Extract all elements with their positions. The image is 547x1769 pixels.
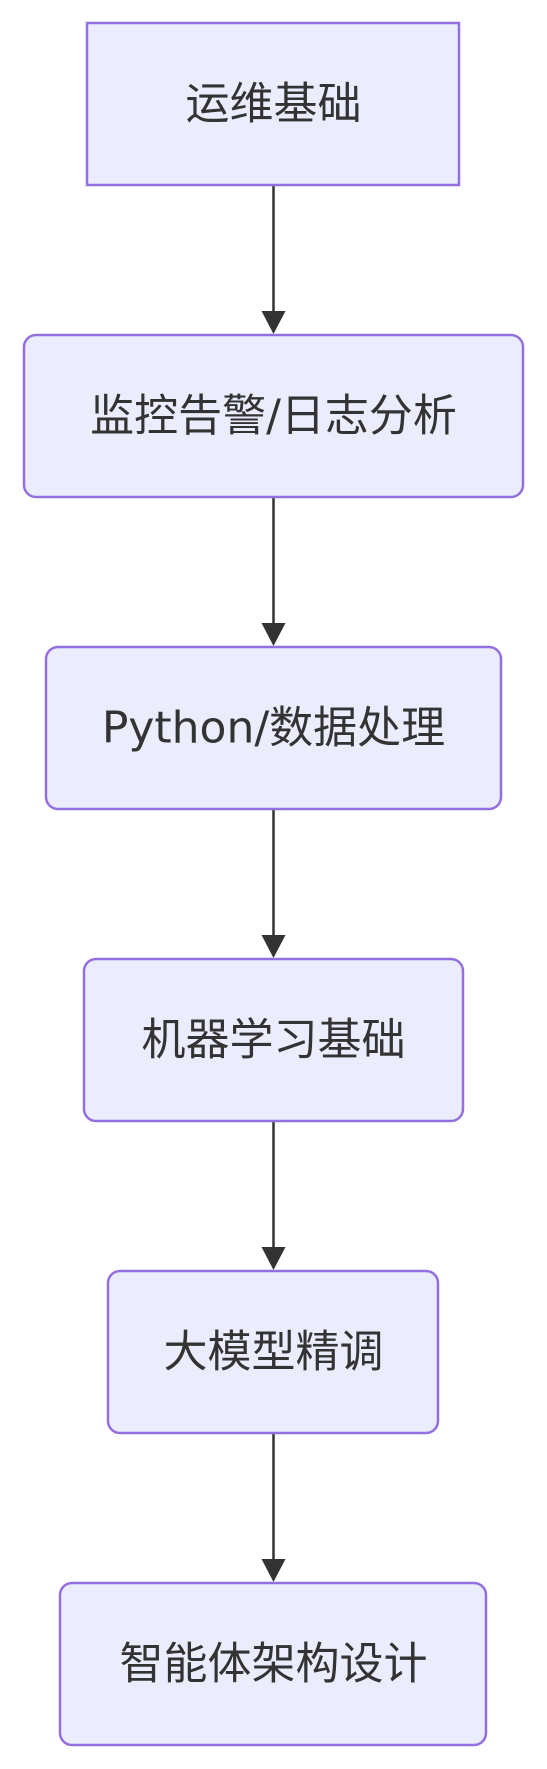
node-1-box bbox=[85, 21, 461, 187]
arrowhead-icon bbox=[261, 1247, 286, 1270]
arrowhead-icon bbox=[261, 311, 286, 334]
node-2: 监控告警/日志分析 bbox=[22, 333, 525, 499]
edge-5-to-6 bbox=[261, 1433, 286, 1582]
node-2-box bbox=[22, 333, 525, 499]
node-6: 智能体架构设计 bbox=[58, 1581, 488, 1747]
arrowhead-icon bbox=[261, 935, 286, 958]
node-3-box bbox=[44, 645, 503, 811]
arrowhead-icon bbox=[261, 1559, 286, 1582]
edge-2-to-3 bbox=[261, 497, 286, 646]
node-3-label: Python/数据处理 bbox=[102, 703, 445, 754]
node-5-label: 大模型精调 bbox=[164, 1327, 384, 1378]
node-1-label: 运维基础 bbox=[186, 79, 362, 130]
edge-4-to-5 bbox=[261, 1121, 286, 1270]
arrowhead-icon bbox=[261, 623, 286, 646]
node-4-label: 机器学习基础 bbox=[142, 1015, 406, 1066]
edge-1-to-2 bbox=[261, 185, 286, 334]
node-6-box bbox=[58, 1581, 488, 1747]
node-5: 大模型精调 bbox=[106, 1269, 440, 1435]
node-4: 机器学习基础 bbox=[82, 957, 465, 1123]
edges-layer bbox=[261, 185, 286, 1582]
node-2-label: 监控告警/日志分析 bbox=[90, 391, 457, 442]
node-3: Python/数据处理 bbox=[44, 645, 503, 811]
node-1: 运维基础 bbox=[85, 21, 461, 187]
node-5-box bbox=[106, 1269, 440, 1435]
node-6-label: 智能体架构设计 bbox=[120, 1639, 428, 1690]
node-4-box bbox=[82, 957, 465, 1123]
edge-3-to-4 bbox=[261, 809, 286, 958]
